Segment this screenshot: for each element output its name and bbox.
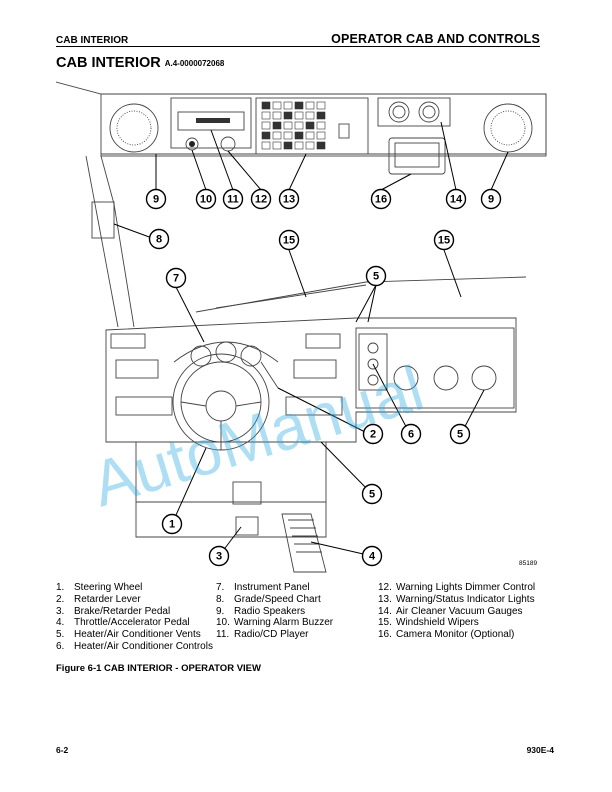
legend-item: 5.Heater/Air Conditioner Vents [56, 629, 201, 641]
legend-item: 10.Warning Alarm Buzzer [216, 617, 334, 629]
svg-text:2: 2 [370, 429, 376, 441]
callout-9: 9 [145, 188, 167, 210]
callout-12: 12 [250, 188, 272, 210]
legend-item: 3.Brake/Retarder Pedal [56, 605, 171, 617]
callout-6: 6 [400, 423, 422, 445]
svg-text:5: 5 [369, 489, 375, 501]
legend-item: 9.Radio Speakers [216, 605, 306, 617]
callout-13: 13 [278, 188, 300, 210]
hvac-vent-panel [355, 327, 515, 409]
camera-monitor [388, 137, 446, 175]
callout-5: 5 [365, 265, 387, 287]
legend-item: 1.Steering Wheel [56, 582, 143, 593]
indicator-panel [255, 97, 369, 155]
header-rule [56, 46, 540, 47]
callout-7: 7 [165, 267, 187, 289]
legend-column-3: 12.Warning Lights Dimmer Control 13.Warn… [378, 582, 535, 641]
svg-text:12: 12 [255, 194, 267, 206]
callout-5: 5 [449, 423, 471, 445]
title-text: CAB INTERIOR [56, 55, 161, 71]
instrument-panel [173, 341, 279, 363]
page-number: 6-2 [56, 745, 69, 755]
svg-text:14: 14 [450, 194, 463, 206]
hvac-controls [358, 333, 388, 391]
callout-2: 2 [362, 423, 384, 445]
callout-15: 15 [433, 229, 455, 251]
svg-text:10: 10 [200, 194, 212, 206]
svg-text:7: 7 [173, 273, 179, 285]
legend-item: 7.Instrument Panel [216, 582, 310, 593]
svg-text:16: 16 [375, 194, 387, 206]
callout-9: 9 [480, 188, 502, 210]
callout-10: 10 [195, 188, 217, 210]
header-section: CAB INTERIOR [56, 35, 129, 46]
callout-11: 11 [222, 188, 244, 210]
page-header: CAB INTERIOR OPERATOR CAB AND CONTROLS [56, 28, 540, 46]
svg-text:11: 11 [227, 194, 239, 206]
floor [135, 442, 327, 573]
callout-8: 8 [148, 228, 170, 250]
legend-item: 4.Throttle/Accelerator Pedal [56, 617, 190, 629]
vacuum-gauges [377, 97, 451, 127]
brake-pedal [232, 481, 262, 505]
title-code: A.4-0000072068 [164, 59, 225, 68]
windshield-base [195, 276, 527, 313]
callout-4: 4 [361, 545, 383, 567]
throttle-pedal [281, 513, 327, 573]
callout-15: 15 [278, 229, 300, 251]
overhead-console [56, 81, 547, 175]
legend-item: 14.Air Cleaner Vacuum Gauges [378, 605, 523, 617]
left-pillar [100, 155, 135, 328]
retarder-lever [260, 361, 279, 389]
legend-column-1: 1.Steering Wheel 2.Retarder Lever 3.Brak… [56, 582, 213, 653]
legend-column-2: 7.Instrument Panel 8.Grade/Speed Chart 9… [216, 582, 333, 641]
dimmer-knob [220, 136, 236, 152]
svg-text:9: 9 [488, 194, 494, 206]
legend-item: 11.Radio/CD Player [216, 629, 309, 641]
svg-text:13: 13 [283, 194, 295, 206]
svg-text:5: 5 [373, 271, 379, 283]
figure-caption: Figure 6-1 CAB INTERIOR - OPERATOR VIEW [56, 663, 261, 674]
svg-text:15: 15 [438, 235, 450, 247]
svg-text:4: 4 [369, 551, 376, 563]
callout-3: 3 [208, 545, 230, 567]
legend-item: 6.Heater/Air Conditioner Controls [56, 640, 213, 652]
drawing-number: 85189 [519, 560, 537, 567]
grade-chart [91, 201, 115, 239]
svg-text:5: 5 [457, 429, 463, 441]
callout-1: 1 [161, 513, 183, 535]
dashboard [105, 317, 517, 451]
legend-item: 15.Windshield Wipers [378, 617, 479, 629]
callout-16: 16 [370, 188, 392, 210]
left-speaker [109, 103, 159, 153]
model-number: 930E-4 [526, 745, 554, 755]
legend-item: 12.Warning Lights Dimmer Control [378, 582, 536, 593]
legend-item: 8.Grade/Speed Chart [216, 593, 321, 605]
svg-text:9: 9 [153, 194, 159, 206]
svg-text:1: 1 [169, 519, 175, 531]
legend-item: 16.Camera Monitor (Optional) [378, 629, 515, 641]
legend-item: 13.Warning/Status Indicator Lights [378, 593, 535, 605]
svg-text:8: 8 [156, 234, 162, 246]
svg-text:3: 3 [216, 551, 222, 563]
radio-cd-player [170, 97, 252, 149]
legend-item: 2.Retarder Lever [56, 593, 141, 605]
callout-14: 14 [445, 188, 467, 210]
svg-text:15: 15 [283, 235, 295, 247]
svg-text:6: 6 [408, 429, 414, 441]
header-chapter: OPERATOR CAB AND CONTROLS [331, 32, 540, 46]
callout-5: 5 [361, 483, 383, 505]
